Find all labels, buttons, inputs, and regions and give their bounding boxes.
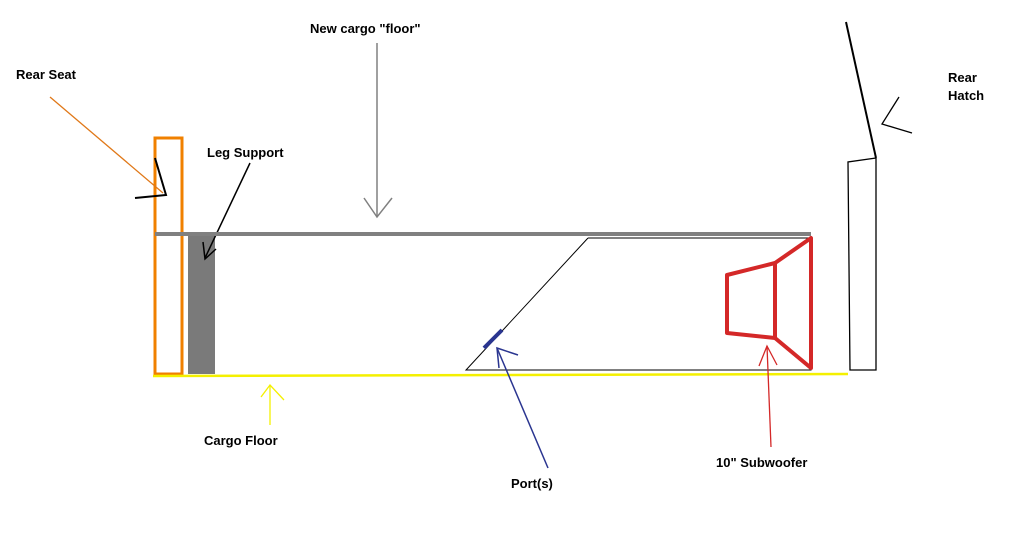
rear-seat-label: Rear Seat — [16, 67, 77, 82]
subwoofer-arrowhead — [758, 344, 778, 367]
leg-support-arrow — [204, 162, 251, 259]
subwoofer-label: 10" Subwoofer — [716, 455, 807, 470]
subwoofer-cone — [773, 236, 813, 370]
rear-seat-arrowhead — [134, 157, 168, 199]
rear-hatch-door — [847, 157, 877, 371]
enclosure-outline — [464, 237, 812, 371]
subwoofer-arrow — [766, 345, 772, 448]
cargo-floor-label: Cargo Floor — [204, 433, 278, 448]
cargo-floor-arrowhead — [260, 383, 285, 401]
rear-hatch-label-line1: Rear — [948, 70, 977, 85]
port-arrow — [496, 347, 549, 469]
rear-hatch-label-line2: Hatch — [948, 88, 984, 103]
new-cargo-floor-label: New cargo "floor" — [310, 21, 421, 36]
rear-hatch-arrowhead — [880, 96, 913, 134]
leg-support-shape — [188, 235, 215, 374]
leg-support-label: Leg Support — [207, 145, 284, 160]
rear-hatch-line — [845, 21, 877, 159]
rear-seat-arrow — [49, 96, 164, 194]
port-shape — [482, 328, 504, 350]
ports-label: Port(s) — [511, 476, 553, 491]
subwoofer-shape — [725, 261, 777, 340]
leg-support-arrowhead — [202, 241, 217, 261]
port-arrowhead — [496, 346, 519, 369]
rear-seat-shape — [153, 136, 184, 376]
cargo-floor-line — [152, 372, 849, 378]
new-cargo-floor-arrowhead — [363, 197, 393, 219]
